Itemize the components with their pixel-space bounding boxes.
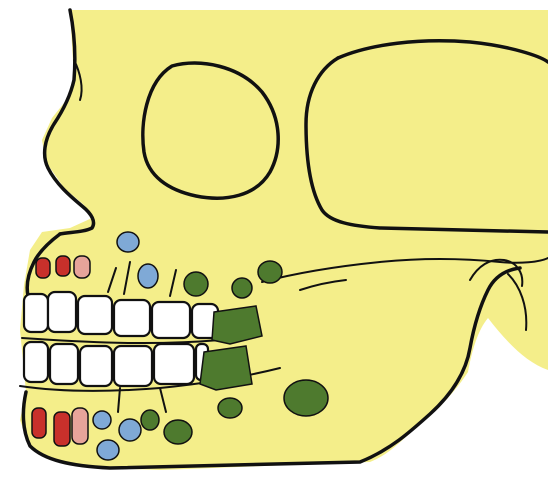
upper-developing-incisors [36,256,90,278]
lower-tooth [50,344,78,384]
canine-bud [74,256,90,278]
molar-bud [212,306,262,344]
premolar-bud [93,411,111,429]
lower-tooth [80,346,112,386]
lower-tooth [24,342,48,382]
upper-tooth [114,300,150,336]
molar-bud [141,410,159,430]
molar-bud [184,272,208,296]
molar-bud [258,261,282,283]
premolar-bud [138,264,158,288]
molar-bud [164,420,192,444]
premolar-bud [119,419,141,441]
incisor-bud [32,408,46,438]
lower-tooth [154,344,194,384]
molar-bud [200,346,252,390]
molar-bud [284,380,328,416]
premolar-bud [117,232,139,252]
incisor-bud [56,256,70,276]
lower-tooth [114,346,152,386]
upper-tooth [78,296,112,334]
incisor-bud [36,258,50,278]
molar-bud [232,278,252,298]
upper-tooth [152,302,190,338]
upper-tooth [48,292,76,332]
lower-teeth [24,342,208,386]
incisor-bud [54,412,70,446]
upper-tooth [24,294,48,332]
canine-bud [72,408,88,444]
premolar-bud [97,440,119,460]
molar-bud [218,398,242,418]
